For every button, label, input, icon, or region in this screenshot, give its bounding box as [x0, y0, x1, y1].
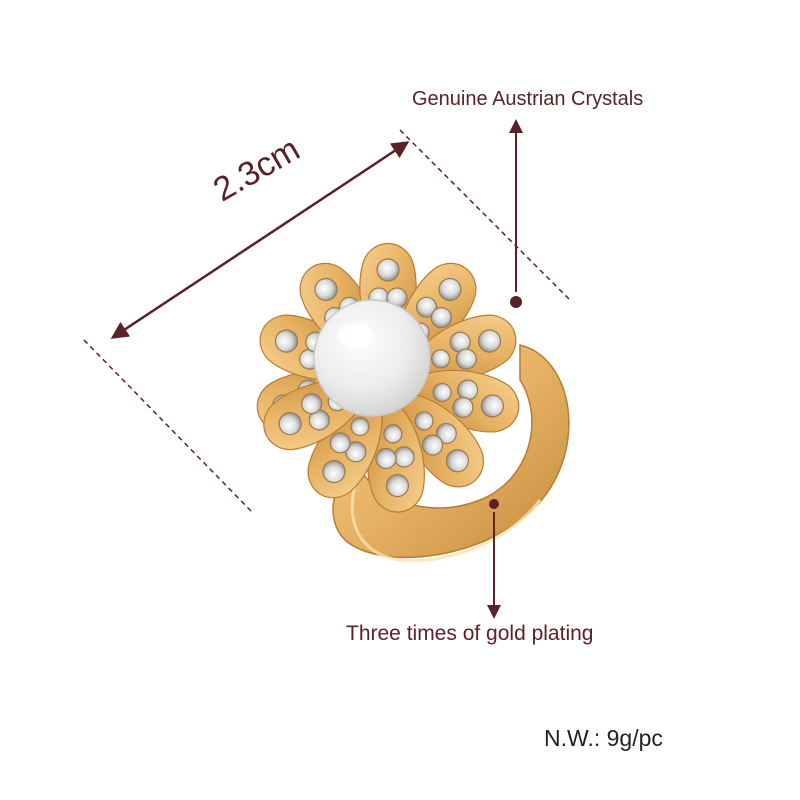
crystal-stone — [438, 277, 462, 302]
plating-callout-dot — [489, 499, 499, 509]
petal — [406, 369, 520, 433]
crystal-stone — [322, 459, 346, 484]
dimension-arrow — [110, 141, 410, 339]
crystal-stone — [301, 393, 323, 415]
pearl — [313, 299, 431, 417]
crystal-stone — [452, 396, 474, 418]
crystal-stone — [445, 449, 470, 473]
crystal-stone — [278, 412, 302, 436]
crystal-stone — [431, 349, 451, 369]
petal — [307, 394, 383, 499]
net-weight-label: N.W.: 9g/pc — [544, 725, 663, 751]
crystal-stone — [329, 432, 351, 454]
petal — [366, 397, 425, 513]
guide-line-left — [83, 339, 253, 513]
crystal-stone — [414, 411, 434, 431]
guide-line-right — [399, 129, 571, 301]
crystal-stone — [376, 258, 400, 282]
callouts — [487, 119, 523, 619]
crystal-stone — [455, 348, 477, 370]
crystal-stone — [385, 473, 410, 498]
crystal-stone — [477, 329, 502, 353]
petal — [406, 314, 517, 382]
petal — [399, 392, 484, 488]
pearl-highlight — [337, 323, 373, 347]
crystal-stone — [421, 434, 444, 456]
crystal-stone — [314, 277, 338, 302]
crystal-stone — [350, 416, 370, 437]
crystal-stone — [274, 329, 299, 353]
crystal-stone — [480, 394, 504, 418]
crystal-stone — [432, 382, 452, 403]
dimension-guides — [83, 129, 571, 513]
crystals-label: Genuine Austrian Crystals — [412, 88, 644, 110]
crystal-callout-dot — [510, 296, 522, 308]
crystal-stone — [383, 424, 403, 444]
crystal-stone — [430, 307, 452, 329]
crystal-stone — [375, 447, 397, 470]
plating-label: Three times of gold plating — [346, 622, 594, 645]
